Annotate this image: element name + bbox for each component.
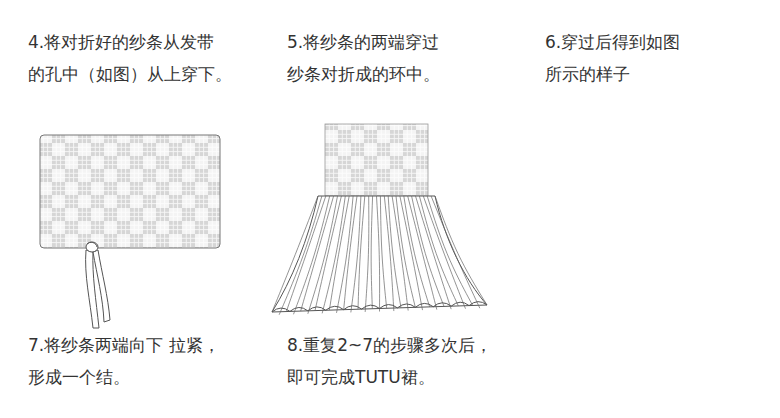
step-text: 7.将纱条两端向下 拉紧，形成一个结。 (28, 329, 248, 393)
pleat-line (380, 196, 386, 308)
skirt-hem (272, 302, 487, 312)
pleat-line (279, 196, 322, 315)
pleat-line (358, 196, 365, 309)
pleat-line (419, 196, 458, 306)
pleat-line (329, 196, 349, 310)
pleat-line (392, 196, 408, 311)
pleat-line (427, 196, 472, 305)
pleat-line (344, 196, 357, 310)
pleat-line (435, 196, 487, 305)
pleat-line (412, 196, 444, 306)
pleat-line (315, 196, 341, 311)
tied-ribbon (86, 242, 110, 328)
pleat-line (322, 196, 345, 313)
pleat-line (400, 196, 423, 310)
pleat-line (365, 196, 369, 312)
pleat-line (396, 196, 415, 307)
step-text: 4.将对折好的纱条从发带 的孔中（如图）从上穿下。 (28, 26, 258, 90)
step-text: 5.将纱条的两端穿过 纱条对折成的环中。 (287, 26, 527, 90)
pleat-line (371, 196, 372, 309)
headband (325, 124, 428, 196)
pleat-line (301, 196, 334, 311)
pleat-line (431, 196, 480, 308)
pleat-line (404, 196, 430, 307)
step-text: 6.穿过后得到如图 所示的样子 (545, 26, 745, 90)
pleat-line (377, 196, 380, 312)
headband (40, 135, 220, 248)
pleat-line (423, 196, 465, 309)
pleat-line (351, 196, 361, 312)
step-text: 8.重复2~7的步骤多次后， 即可完成TUTU裙。 (287, 329, 547, 393)
pleat-line (308, 196, 338, 314)
pleat-line (286, 196, 325, 312)
pleat-line (272, 196, 318, 312)
pleat-line (416, 196, 452, 309)
pleat-line (294, 196, 330, 314)
tutu-skirt (272, 196, 487, 315)
